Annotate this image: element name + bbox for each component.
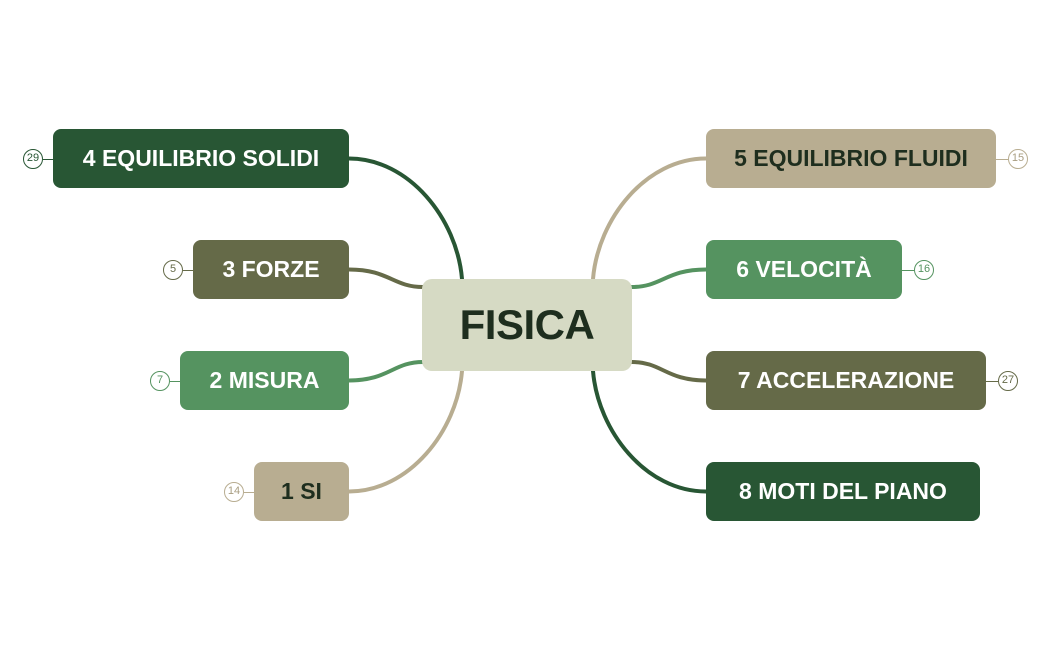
- topic-label: 8 MOTI DEL PIANO: [739, 478, 947, 504]
- topic-node[interactable]: 4 EQUILIBRIO SOLIDI: [53, 129, 349, 188]
- connector-line: [347, 156, 464, 281]
- subtopic-count-badge[interactable]: 29: [23, 148, 43, 169]
- topic-label: 2 MISURA: [209, 367, 320, 393]
- connector-line: [591, 156, 708, 281]
- topic-label: 7 ACCELERAZIONE: [737, 367, 955, 393]
- topic-node[interactable]: 8 MOTI DEL PIANO: [706, 462, 980, 521]
- topic-node[interactable]: 3 FORZE: [193, 240, 349, 299]
- badge-link-line: [902, 269, 914, 271]
- subtopic-count-badge[interactable]: 27: [998, 370, 1018, 391]
- central-topic[interactable]: FISICA: [422, 279, 632, 371]
- topic-label: 6 VELOCITÀ: [736, 256, 872, 282]
- subtopic-count-badge[interactable]: 15: [1008, 148, 1028, 169]
- topic-node[interactable]: 7 ACCELERAZIONE: [706, 351, 986, 410]
- topic-label: 4 EQUILIBRIO SOLIDI: [82, 145, 320, 171]
- subtopic-count-badge[interactable]: 14: [224, 481, 244, 502]
- connector-line: [630, 267, 708, 289]
- connector-line: [347, 369, 464, 494]
- badge-link-line: [996, 158, 1008, 160]
- subtopic-count-badge[interactable]: 16: [914, 259, 934, 280]
- topic-node[interactable]: 2 MISURA: [180, 351, 349, 410]
- topic-node[interactable]: 1 SI: [254, 462, 349, 521]
- connector-line: [591, 369, 708, 494]
- subtopic-count-badge[interactable]: 7: [150, 370, 170, 391]
- topic-label: 1 SI: [281, 478, 322, 504]
- badge-link-line: [43, 158, 53, 160]
- topic-label: 3 FORZE: [222, 256, 320, 282]
- badge-link-line: [986, 380, 998, 382]
- topic-node[interactable]: 5 EQUILIBRIO FLUIDI: [706, 129, 996, 188]
- central-topic-label: FISICA: [459, 301, 595, 348]
- connector-line: [630, 360, 708, 383]
- connector-line: [347, 360, 425, 383]
- topic-label: 5 EQUILIBRIO FLUIDI: [734, 145, 968, 171]
- connector-line: [347, 267, 425, 289]
- subtopic-count-badge[interactable]: 5: [163, 259, 183, 280]
- badge-link-line: [183, 269, 193, 271]
- badge-link-line: [244, 491, 254, 493]
- badge-link-line: [170, 380, 180, 382]
- topic-node[interactable]: 6 VELOCITÀ: [706, 240, 902, 299]
